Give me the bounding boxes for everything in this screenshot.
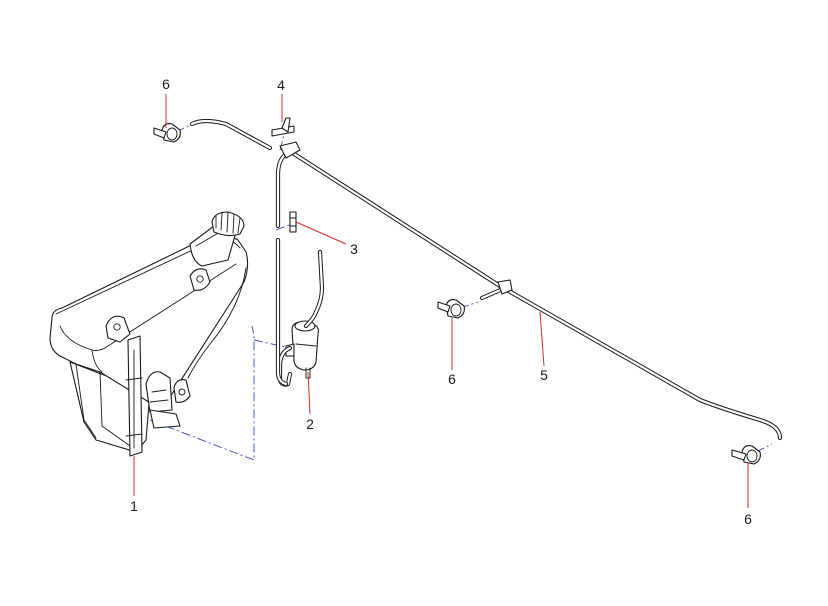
washer-hose — [189, 118, 783, 441]
tee-connector — [271, 117, 295, 137]
callout-hose: 5 — [540, 367, 548, 383]
washer-nozzle-middle — [437, 299, 465, 319]
leader-line-2 — [307, 371, 311, 415]
callout-connector-straight: 3 — [350, 241, 358, 257]
callout-pump: 2 — [306, 416, 314, 432]
assembly-line-tank-pump — [149, 325, 255, 461]
washer-nozzle-right — [731, 445, 761, 465]
leader-lines — [133, 94, 749, 508]
leader-line-3 — [295, 221, 347, 245]
callouts: 1 2 3 4 5 6 6 6 — [130, 76, 752, 527]
leader-line-5 — [539, 311, 545, 367]
assembly-lines — [149, 124, 773, 461]
washer-reservoir-tank — [49, 211, 249, 457]
washer-nozzle-left — [153, 123, 181, 143]
callout-connector-tee: 4 — [277, 77, 285, 93]
assembly-line-pump-inlet — [253, 339, 291, 349]
callout-nozzle-left: 6 — [162, 76, 170, 92]
callout-nozzle-middle: 6 — [448, 371, 456, 387]
callout-tank: 1 — [130, 498, 138, 514]
straight-connector — [289, 211, 297, 233]
washer-pump — [277, 249, 325, 387]
callout-nozzle-right: 6 — [744, 511, 752, 527]
assembly-line-connector-hose — [275, 223, 293, 231]
